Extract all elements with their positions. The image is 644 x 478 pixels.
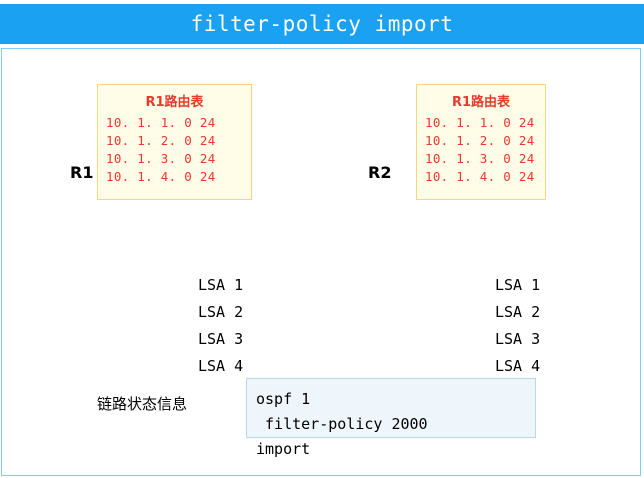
- route-table-right-row: 10. 1. 4. 0 24: [425, 169, 535, 184]
- router-label-r2: R2: [368, 163, 392, 182]
- route-table-right: R1路由表 10. 1. 1. 0 24 10. 1. 2. 0 24 10. …: [416, 84, 546, 200]
- lsa-item: LSA 4: [198, 357, 244, 375]
- lsa-item: LSA 2: [198, 303, 244, 321]
- config-box: [246, 378, 536, 438]
- config-text: ospf 1 filter-policy 2000 import: [256, 390, 428, 458]
- lsa-item: LSA 2: [495, 303, 541, 321]
- lsa-item: LSA 3: [198, 330, 244, 348]
- route-table-right-row: 10. 1. 1. 0 24: [425, 115, 535, 130]
- lsa-item: LSA 4: [495, 357, 541, 375]
- route-table-right-title: R1路由表: [451, 95, 511, 110]
- route-table-left-row: 10. 1. 4. 0 24: [106, 169, 216, 184]
- route-table-right-row: 10. 1. 2. 0 24: [425, 133, 535, 148]
- route-table-left-row: 10. 1. 1. 0 24: [106, 115, 216, 130]
- lsa-item: LSA 3: [495, 330, 541, 348]
- route-table-left-row: 10. 1. 3. 0 24: [106, 151, 216, 166]
- title-bar: filter-policy import: [0, 4, 644, 44]
- lsa-item: LSA 1: [198, 276, 244, 294]
- route-table-left-row: 10. 1. 2. 0 24: [106, 133, 216, 148]
- route-table-left: R1路由表 10. 1. 1. 0 24 10. 1. 2. 0 24 10. …: [97, 84, 252, 200]
- legend-label: 链路状态信息: [97, 395, 188, 413]
- page-title: filter-policy import: [190, 12, 454, 36]
- lsa-list-left: LSA 1 LSA 2 LSA 3 LSA 4: [198, 272, 243, 380]
- router-label-r1: R1: [70, 163, 94, 182]
- lsa-list-right: LSA 1 LSA 2 LSA 3 LSA 4: [495, 272, 540, 380]
- lsa-item: LSA 1: [495, 276, 541, 294]
- route-table-right-row: 10. 1. 3. 0 24: [425, 151, 535, 166]
- route-table-left-title: R1路由表: [145, 95, 204, 110]
